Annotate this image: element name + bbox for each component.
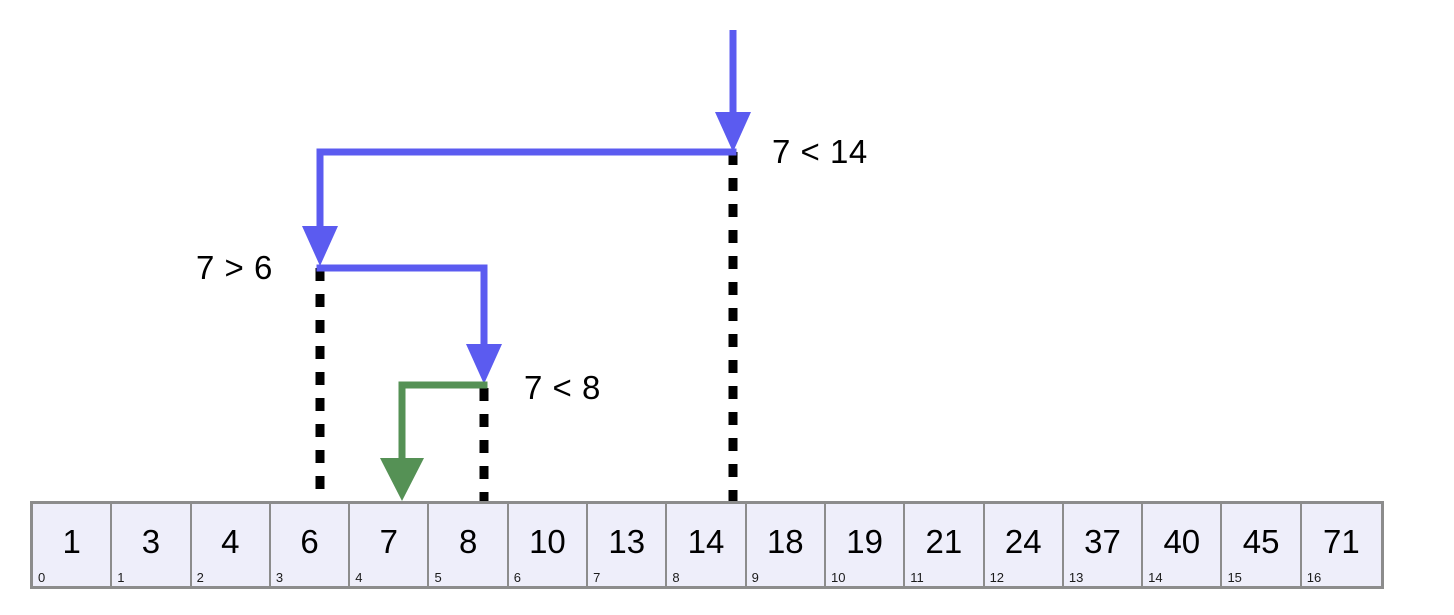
array-cell[interactable]: 7 4 — [350, 504, 430, 586]
step-label-7-gt-6: 7 > 6 — [196, 249, 273, 286]
cell-value: 24 — [1004, 522, 1042, 560]
array-cell[interactable]: 4 2 — [191, 504, 271, 586]
cell-value: 10 — [529, 522, 566, 560]
array-cell[interactable]: 1 0 — [33, 504, 113, 586]
array-cell[interactable]: 18 9 — [746, 504, 826, 586]
cell-index: 1 — [117, 570, 125, 585]
cell-value: 21 — [925, 522, 963, 560]
cell-value: 3 — [141, 522, 161, 560]
cell-index: 13 — [1068, 570, 1084, 585]
cell-value: 45 — [1242, 522, 1280, 560]
cell-value: 7 — [379, 522, 399, 560]
cell-value: 13 — [608, 522, 646, 560]
array-cell[interactable]: 45 15 — [1222, 504, 1302, 586]
cell-index: 9 — [751, 570, 759, 585]
array-cell[interactable]: 10 6 — [508, 504, 589, 586]
cell-value: 6 — [300, 522, 319, 560]
cell-index: 14 — [1148, 570, 1163, 585]
cell-index: 16 — [1306, 570, 1322, 585]
cell-index: 2 — [196, 570, 204, 585]
cell-value: 1 — [62, 522, 81, 560]
found-path-step-4 — [398, 381, 488, 466]
array-cell[interactable]: 3 1 — [112, 504, 192, 586]
array-cell[interactable]: 21 11 — [905, 504, 985, 586]
cell-index: 11 — [910, 570, 924, 585]
cell-index: 3 — [275, 570, 284, 585]
cell-value: 14 — [687, 522, 725, 560]
probe-arrowhead-step-3 — [466, 344, 502, 384]
cell-index: 15 — [1227, 570, 1242, 585]
array-cell[interactable]: 14 8 — [667, 504, 747, 586]
found-arrowhead-step-4 — [380, 458, 424, 501]
probe-path-step-3 — [316, 264, 488, 352]
cell-index: 6 — [513, 570, 522, 585]
step-label-7-lt-8: 7 < 8 — [524, 369, 601, 406]
step-label-7-lt-14: 7 < 14 — [772, 133, 868, 170]
cell-index: 8 — [672, 570, 680, 585]
cell-value: 19 — [846, 522, 883, 560]
cell-index: 0 — [38, 570, 46, 585]
array-cell[interactable]: 40 14 — [1143, 504, 1223, 586]
array-cell[interactable]: 6 3 — [270, 504, 351, 586]
cell-value: 71 — [1323, 522, 1360, 560]
array-cell[interactable]: 13 7 — [588, 504, 668, 586]
array-cell[interactable]: 24 12 — [984, 504, 1064, 586]
array-cell[interactable]: 71 16 — [1301, 504, 1382, 586]
cell-index: 4 — [355, 570, 363, 585]
cell-index: 10 — [830, 570, 846, 585]
array-cell[interactable]: 19 10 — [825, 504, 906, 586]
cell-value: 18 — [766, 522, 804, 560]
probe-path-step-2 — [316, 148, 737, 234]
cell-value: 40 — [1163, 522, 1201, 560]
probe-arrowhead-step-2 — [302, 226, 338, 266]
cell-value: 4 — [221, 522, 240, 560]
cell-index: 5 — [434, 570, 442, 585]
array-cell[interactable]: 8 5 — [429, 504, 509, 586]
probe-arrowhead-step-1 — [715, 112, 751, 152]
sorted-array: 1 0 3 1 4 2 6 3 7 4 8 5 10 6 13 7 — [30, 501, 1385, 589]
cell-value: 37 — [1084, 522, 1121, 560]
array-cell[interactable]: 37 13 — [1063, 504, 1144, 586]
cell-index: 12 — [989, 570, 1005, 585]
cell-index: 7 — [593, 570, 601, 585]
cell-value: 8 — [458, 522, 478, 560]
